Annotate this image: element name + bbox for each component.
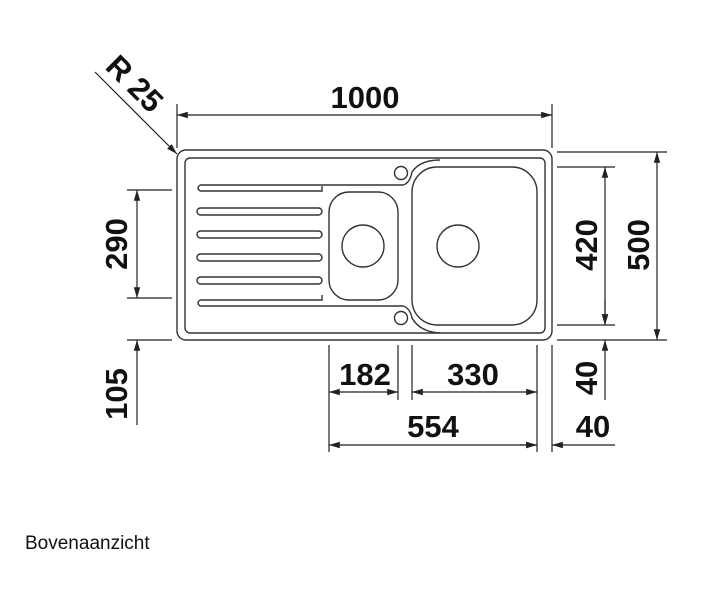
svg-text:420: 420 <box>569 219 604 271</box>
radius-dimension: R 25 <box>94 48 178 155</box>
svg-text:290: 290 <box>99 218 134 270</box>
svg-text:40: 40 <box>569 361 604 395</box>
svg-text:1000: 1000 <box>331 80 400 115</box>
small-bowl <box>328 191 399 301</box>
bottom-dimensions: 182 330 554 40 <box>328 345 615 452</box>
drainer-grooves <box>196 159 441 334</box>
tap-hole-bottom <box>393 310 409 326</box>
sink-outline <box>176 149 553 341</box>
left-dimensions: 290 105 <box>99 189 172 425</box>
view-caption: Bovenaanzicht <box>25 533 150 554</box>
svg-text:182: 182 <box>339 357 391 392</box>
svg-text:R 25: R 25 <box>99 48 170 119</box>
tap-hole-top <box>393 165 409 181</box>
large-bowl-drain <box>436 224 480 268</box>
svg-text:105: 105 <box>99 368 134 420</box>
svg-text:554: 554 <box>407 409 459 444</box>
small-bowl-drain <box>341 224 385 268</box>
right-dimensions: 420 500 40 <box>557 151 667 400</box>
svg-text:40: 40 <box>576 409 610 444</box>
overall-width-dimension: 1000 <box>176 80 553 148</box>
svg-text:330: 330 <box>447 357 499 392</box>
large-bowl <box>411 166 538 326</box>
svg-text:500: 500 <box>621 219 656 271</box>
